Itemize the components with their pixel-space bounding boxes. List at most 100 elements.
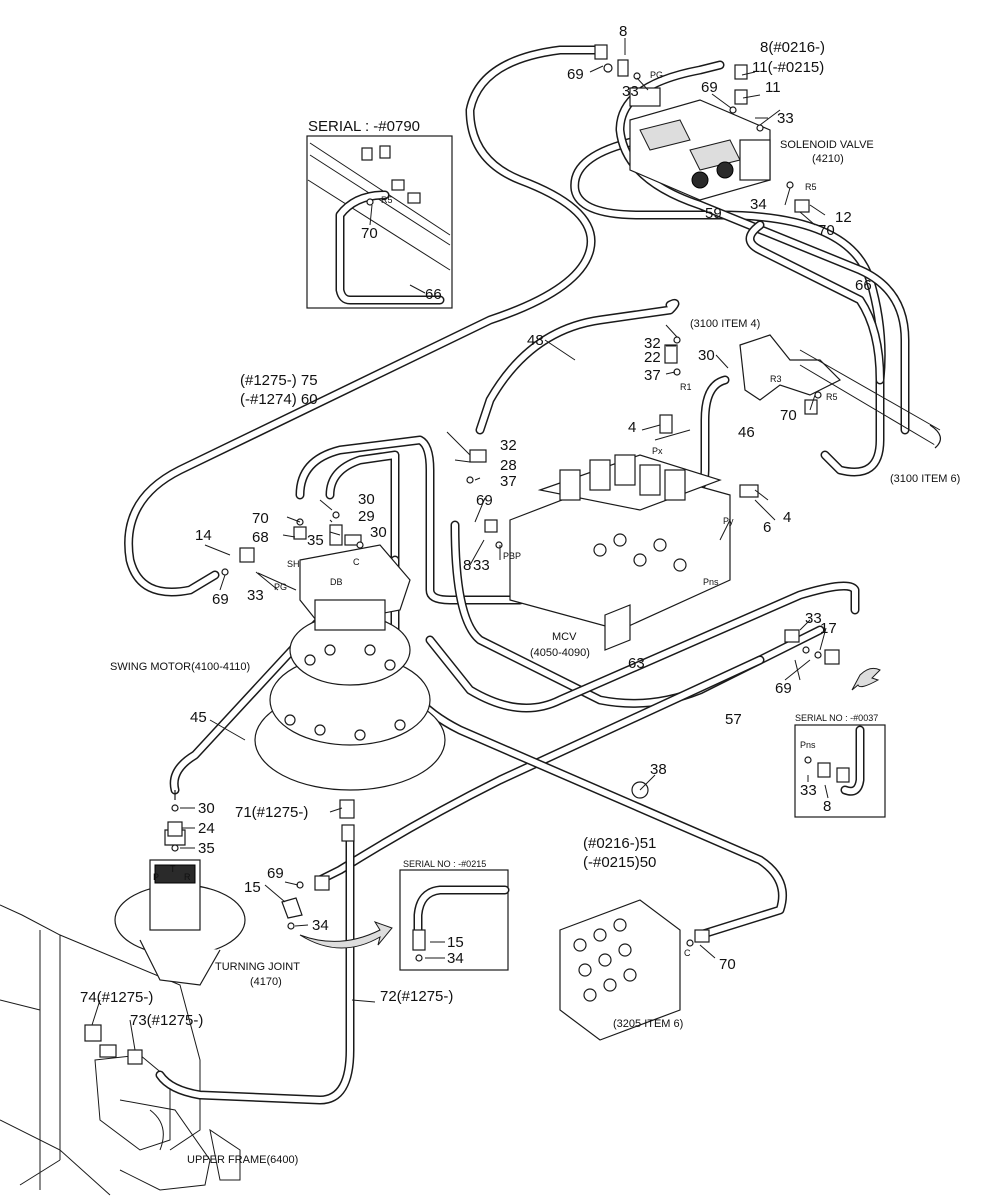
label-14: 14 — [195, 527, 212, 544]
label-38: 38 — [650, 761, 667, 778]
label-60: (-#1274) 60 — [240, 391, 318, 408]
label-r1: R1 — [680, 382, 692, 392]
label-24: 24 — [198, 820, 215, 837]
inset-0215-34: 34 — [447, 950, 464, 967]
label-12: 12 — [835, 209, 852, 226]
label-pns: Pns — [703, 577, 719, 587]
inset-0790-66: 66 — [425, 286, 442, 303]
label-c-bot: C — [684, 948, 691, 958]
label-r5-mid: R5 — [826, 392, 838, 402]
leader-lines — [91, 38, 827, 1051]
label-upper-frame: UPPER FRAME(6400) — [187, 1154, 298, 1166]
label-sh: SH — [287, 559, 300, 569]
inset-0790-70: 70 — [361, 225, 378, 242]
label-69-r: 69 — [775, 680, 792, 697]
label-29: 29 — [358, 508, 375, 525]
label-tj-r: R — [184, 872, 191, 882]
inset-0037-title: SERIAL NO : -#0037 — [795, 713, 878, 723]
inset-0790-title: SERIAL : -#0790 — [308, 118, 420, 135]
hose-routes — [124, 45, 910, 1105]
label-69-mcv: 69 — [476, 492, 493, 509]
label-35-tj: 35 — [198, 840, 215, 857]
label-28: 28 — [500, 457, 517, 474]
label-pg-sm: PG — [274, 582, 287, 592]
swing-motor — [254, 544, 446, 791]
label-34: 34 — [312, 917, 329, 934]
label-30-sm2: 30 — [370, 524, 387, 541]
label-72: 72(#1275-) — [380, 988, 453, 1005]
label-75: (#1275-) 75 — [240, 372, 318, 389]
label-r3: R3 — [770, 374, 782, 384]
label-46: 46 — [738, 424, 755, 441]
label-turning-joint: TURNING JOINT — [215, 961, 300, 973]
label-70-sm: 70 — [252, 510, 269, 527]
label-51: (#0216-)51 — [583, 835, 656, 852]
label-33-top: 33 — [622, 83, 639, 100]
label-37-top: 37 — [644, 367, 661, 384]
inset-0215-title: SERIAL NO : -#0215 — [403, 859, 486, 869]
label-mcv: MCV — [552, 631, 577, 643]
label-item6: (3100 ITEM 6) — [890, 473, 960, 485]
manifold-3205 — [559, 899, 681, 1041]
label-70-bot: 70 — [719, 956, 736, 973]
label-pbp: PBP — [503, 551, 521, 561]
inset-serial-0215: SERIAL NO : -#0215 15 34 — [299, 859, 510, 971]
label-57: 57 — [725, 711, 742, 728]
label-71: 71(#1275-) — [235, 804, 308, 821]
label-8-mcv: 8 — [463, 557, 471, 574]
label-34-sv: 34 — [750, 196, 767, 213]
solenoid-valve — [629, 87, 771, 201]
label-6: 6 — [763, 519, 771, 536]
label-8-top: 8 — [619, 23, 627, 40]
label-63: 63 — [628, 655, 645, 672]
label-11-serial: 11(-#0215) — [752, 59, 824, 76]
label-70-sv: 70 — [818, 222, 835, 239]
part-labels: 8 69 33 PG 8(#0216-) 11(-#0215) 69 11 33… — [80, 23, 960, 1166]
label-8-serial: 8(#0216-) — [760, 39, 825, 56]
label-45: 45 — [190, 709, 207, 726]
inset-0037-33: 33 — [800, 782, 817, 799]
label-32-top: 32 — [644, 335, 661, 352]
inset-0037-8: 8 — [823, 798, 831, 815]
label-33-mcv: 33 — [473, 557, 490, 574]
label-17: 17 — [820, 620, 837, 637]
label-30-mid: 30 — [698, 347, 715, 364]
label-33-sm: 33 — [247, 587, 264, 604]
label-33-sv: 33 — [777, 110, 794, 127]
inset-serial-0790: SERIAL : -#0790 R5 70 66 — [306, 118, 453, 309]
label-tj-p: P — [153, 872, 159, 882]
label-15: 15 — [244, 879, 261, 896]
label-48: 48 — [527, 332, 544, 349]
label-33-r: 33 — [805, 610, 822, 627]
label-69-sv: 69 — [701, 79, 718, 96]
label-59: 59 — [705, 205, 722, 222]
label-solenoid-code: (4210) — [812, 153, 844, 165]
label-mcv-code: (4050-4090) — [530, 647, 590, 659]
label-37-mid: 37 — [500, 473, 517, 490]
label-35-sm: 35 — [307, 532, 324, 549]
label-68: 68 — [252, 529, 269, 546]
turning-joint — [114, 790, 246, 986]
label-70-mid: 70 — [780, 407, 797, 424]
label-22: 22 — [644, 349, 661, 366]
label-px: Px — [652, 446, 663, 456]
label-4-top: 4 — [628, 419, 636, 436]
inset-0037-pns: Pns — [800, 740, 816, 750]
label-4-right: 4 — [783, 509, 791, 526]
label-69-tj: 69 — [267, 865, 284, 882]
label-69-sm: 69 — [212, 591, 229, 608]
label-turning-code: (4170) — [250, 976, 282, 988]
label-solenoid-valve: SOLENOID VALVE — [780, 139, 874, 151]
label-50: (-#0215)50 — [583, 854, 656, 871]
bracket-3100-4 — [739, 334, 941, 449]
inset-0790-r5: R5 — [381, 195, 393, 205]
label-74: 74(#1275-) — [80, 989, 153, 1006]
label-73: 73(#1275-) — [130, 1012, 203, 1029]
fittings — [84, 44, 840, 1065]
label-30-sm: 30 — [358, 491, 375, 508]
label-item4: (3100 ITEM 4) — [690, 318, 760, 330]
label-r5-sv: R5 — [805, 182, 817, 192]
label-c-sm: C — [353, 557, 360, 567]
inset-0215-15: 15 — [447, 934, 464, 951]
